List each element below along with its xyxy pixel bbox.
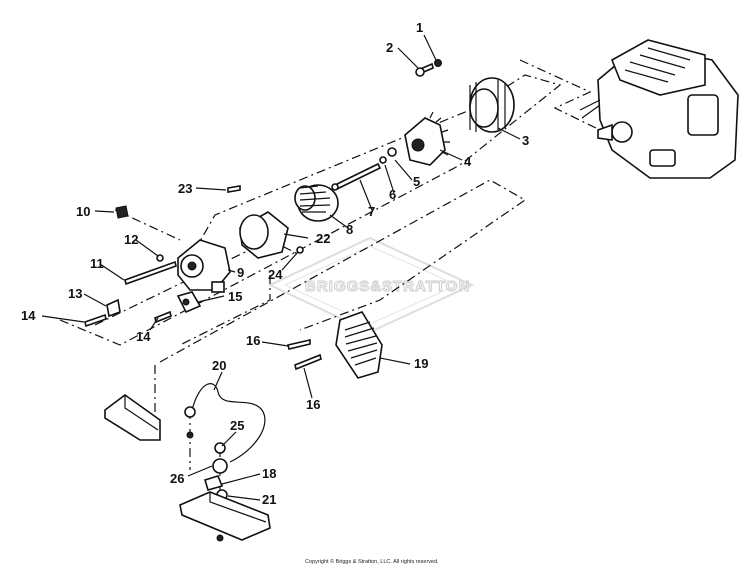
callout-6: 6 (389, 187, 396, 202)
mounting-bracket (104, 394, 161, 441)
watermark-logo: BRIGGS&STRATTON (267, 236, 475, 334)
callout-21: 21 (262, 492, 276, 507)
callout-16a: 16 (246, 333, 260, 348)
bottom-plate (179, 491, 271, 542)
callout-2: 2 (386, 40, 393, 55)
copyright-text: Copyright © Briggs & Stratton, LLC. All … (305, 558, 439, 565)
callout-5: 5 (413, 174, 420, 189)
callout-22: 22 (316, 231, 330, 246)
part-23-24-screws (227, 185, 304, 254)
part-19-grille-cover (335, 311, 383, 379)
part-13-14-15-hardware (84, 291, 202, 328)
part-9-regulator (177, 239, 231, 293)
callout-14b: 14 (136, 329, 151, 344)
leader-lines (41, 34, 521, 501)
callout-labels: 1 2 3 4 5 6 7 8 9 10 11 12 13 14 14 15 1… (21, 20, 529, 507)
callout-25: 25 (230, 418, 244, 433)
part-16-screws (287, 338, 322, 371)
callout-1: 1 (416, 20, 423, 35)
callout-3: 3 (522, 133, 529, 148)
callout-23: 23 (178, 181, 192, 196)
callout-12: 12 (124, 232, 138, 247)
callout-13: 13 (68, 286, 82, 301)
callout-15: 15 (228, 289, 242, 304)
part-5-6-7-hardware (331, 147, 397, 191)
callout-18: 18 (262, 466, 276, 481)
part-25-26-nut-washer (186, 431, 228, 474)
callout-20: 20 (212, 358, 226, 373)
assembly-guide-lines (59, 59, 641, 530)
part-22-housing-band (239, 211, 289, 259)
callout-8: 8 (346, 222, 353, 237)
engine-block (579, 39, 739, 179)
callout-11: 11 (90, 256, 104, 271)
part-4-stator (404, 111, 450, 166)
callout-24: 24 (268, 267, 283, 282)
callout-26: 26 (170, 471, 184, 486)
callout-10: 10 (76, 204, 90, 219)
part-1-2-fasteners (415, 59, 442, 77)
part-10-11-12-hardware (115, 205, 177, 286)
part-8-rotor (294, 184, 339, 222)
callout-4: 4 (464, 154, 472, 169)
part-20-ground-wire (184, 383, 266, 463)
callout-19: 19 (414, 356, 428, 371)
callout-14a: 14 (21, 308, 36, 323)
callout-9: 9 (237, 265, 244, 280)
part-3-flywheel (469, 77, 515, 133)
callout-7: 7 (368, 204, 375, 219)
watermark-text: BRIGGS&STRATTON (305, 278, 470, 295)
callout-16b: 16 (306, 397, 320, 412)
